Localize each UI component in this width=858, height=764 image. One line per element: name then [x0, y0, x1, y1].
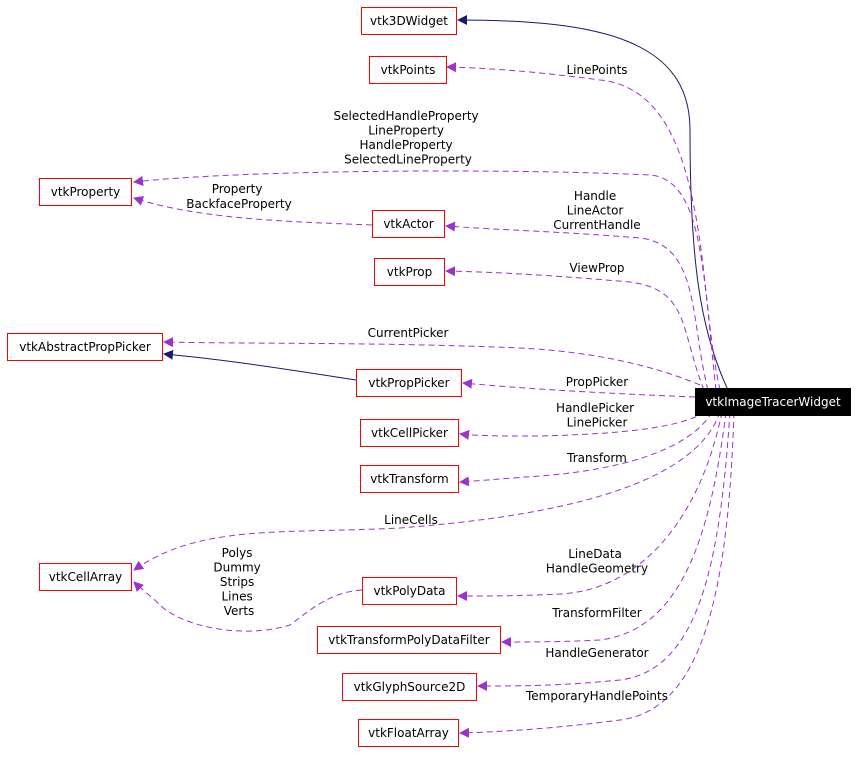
label-glyph: HandleGenerator: [545, 646, 648, 660]
node-vtkpoints[interactable]: vtkPoints: [369, 56, 447, 84]
edge-linepoints: [446, 62, 717, 391]
edge-polydata: [457, 411, 723, 601]
node-vtkproppicker[interactable]: vtkPropPicker: [356, 369, 462, 397]
label-transformfilter: TransformFilter: [551, 606, 641, 620]
label-property-main: SelectedHandleProperty LineProperty Hand…: [334, 109, 483, 167]
node-vtkglyphsource2d[interactable]: vtkGlyphSource2D: [342, 673, 477, 701]
edge-floatarray: [459, 411, 735, 738]
edge-glyph: [477, 411, 731, 691]
label-polydata: LineData HandleGeometry: [546, 547, 648, 576]
edge-proppicker: [462, 378, 696, 398]
node-vtktransform[interactable]: vtkTransform: [360, 465, 459, 493]
label-linecells: LineCells: [384, 513, 438, 527]
label-viewprop: ViewProp: [569, 261, 624, 275]
label-property-actor: Property BackfaceProperty: [186, 182, 291, 211]
node-vtkcellpicker[interactable]: vtkCellPicker: [360, 419, 459, 447]
label-transform: Transform: [566, 451, 627, 465]
edge-currentpicker: [163, 337, 701, 386]
edge-viewprop: [445, 266, 705, 391]
node-vtk3dwidget[interactable]: vtk3DWidget: [361, 7, 457, 35]
node-vtkproperty[interactable]: vtkProperty: [39, 178, 132, 206]
label-proppicker: PropPicker: [566, 375, 628, 389]
label-cellpicker: HandlePicker LinePicker: [556, 401, 638, 430]
label-floatarray: TemporaryHandlePoints: [525, 689, 668, 703]
node-vtkfloatarray[interactable]: vtkFloatArray: [358, 719, 459, 747]
node-vtkactor[interactable]: vtkActor: [372, 210, 445, 238]
edge-polydata-cellarray: [133, 581, 363, 632]
edge-transform: [459, 411, 713, 487]
edge-cellpicker: [459, 411, 706, 440]
edge-transformfilter: [501, 411, 727, 647]
label-polydata-cellarray: Polys Dummy Strips Lines Verts: [213, 546, 264, 618]
node-vtkabstractproppicker[interactable]: vtkAbstractPropPicker: [7, 333, 163, 361]
node-vtkpolydata[interactable]: vtkPolyData: [362, 577, 457, 605]
node-vtktransformpolydatafilter[interactable]: vtkTransformPolyDataFilter: [317, 626, 501, 654]
edge-inherit-vtk3dwidget: [457, 15, 729, 391]
node-vtkprop[interactable]: vtkProp: [374, 258, 445, 286]
node-vtkimagetracerwidget[interactable]: vtkImageTracerWidget: [695, 388, 851, 416]
edge-inherit-vtkabstractproppicker: [163, 349, 357, 381]
edge-actor: [445, 221, 709, 391]
label-currentpicker: CurrentPicker: [368, 326, 449, 340]
node-vtkcellarray[interactable]: vtkCellArray: [39, 563, 132, 591]
edge-property-actor: [133, 196, 373, 226]
edge-property-main: [133, 170, 721, 391]
label-linepoints: LinePoints: [566, 63, 627, 77]
label-actor: Handle LineActor CurrentHandle: [553, 189, 640, 232]
